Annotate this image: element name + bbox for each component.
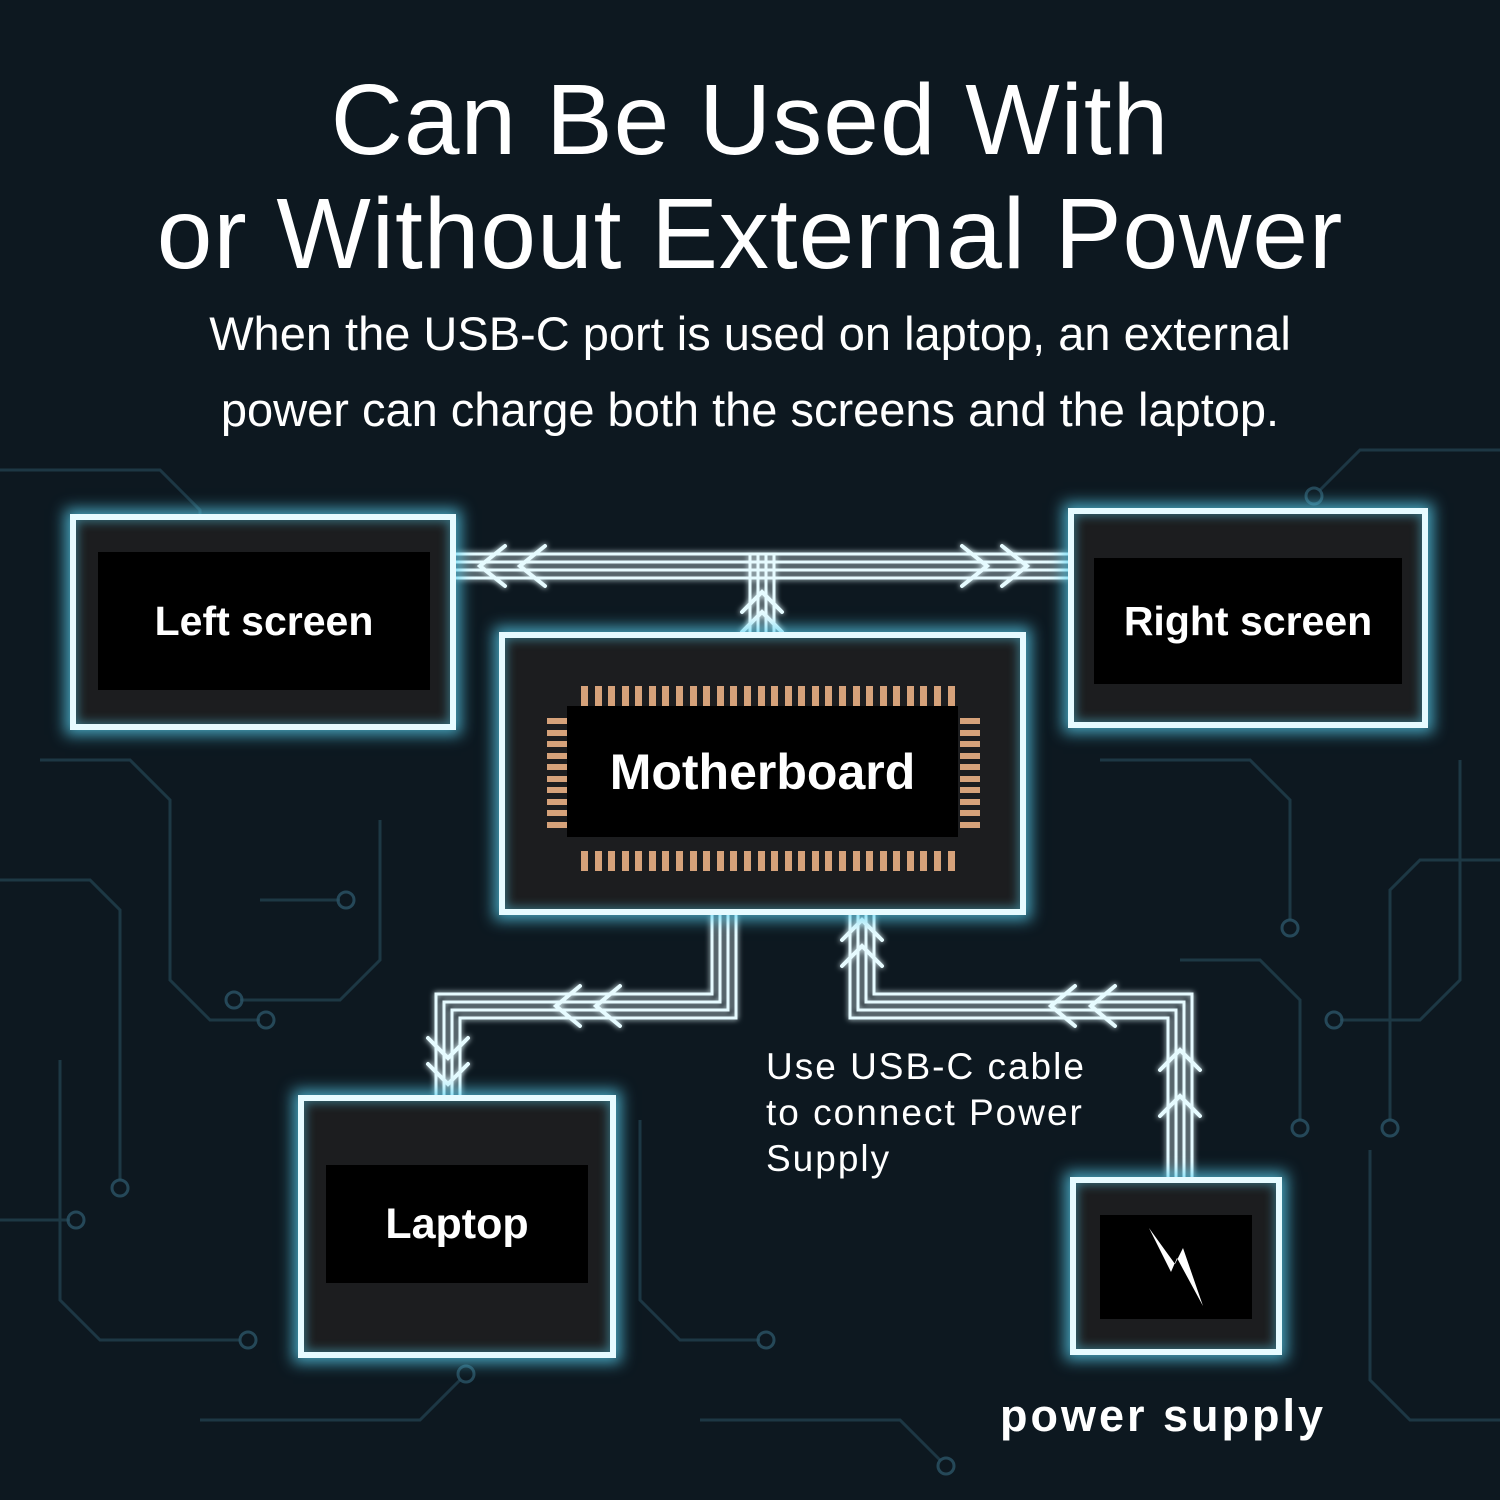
cable-note-line-1: Use USB-C cable bbox=[766, 1046, 1086, 1087]
motherboard-label: Motherboard bbox=[567, 706, 958, 837]
power-supply-screen bbox=[1100, 1215, 1252, 1319]
laptop-node: Laptop bbox=[298, 1095, 616, 1358]
mb-to-laptop bbox=[434, 915, 738, 1095]
cable-note-line-3: Supply bbox=[766, 1138, 892, 1179]
left-screen-label: Left screen bbox=[98, 552, 430, 690]
cable-note-line-2: to connect Power bbox=[766, 1092, 1084, 1133]
description-line-1: When the USB-C port is used on laptop, a… bbox=[209, 307, 1291, 360]
power-supply-caption: power supply bbox=[1000, 1390, 1327, 1441]
left-screen-node: Left screen bbox=[70, 514, 456, 730]
description-line-2: power can charge both the screens and th… bbox=[220, 383, 1280, 436]
chip-pins-top bbox=[581, 686, 955, 706]
right-screen-label: Right screen bbox=[1094, 558, 1402, 684]
lightning-bolt-icon bbox=[1149, 1228, 1203, 1306]
chip-pins-bottom bbox=[581, 851, 955, 871]
motherboard-node: Motherboard bbox=[499, 632, 1026, 915]
chip-pins-right bbox=[960, 718, 980, 828]
chip-pins-left bbox=[547, 718, 567, 828]
mb-to-bus bbox=[748, 554, 776, 632]
page-title-line-2: or Without External Power bbox=[156, 178, 1344, 290]
top-bus bbox=[456, 552, 1068, 580]
right-screen-node: Right screen bbox=[1068, 508, 1428, 728]
page-title-line-1: Can Be Used With bbox=[330, 64, 1170, 176]
laptop-label: Laptop bbox=[326, 1165, 588, 1283]
power-supply-node bbox=[1070, 1177, 1282, 1355]
power-to-mb bbox=[848, 915, 1194, 1177]
